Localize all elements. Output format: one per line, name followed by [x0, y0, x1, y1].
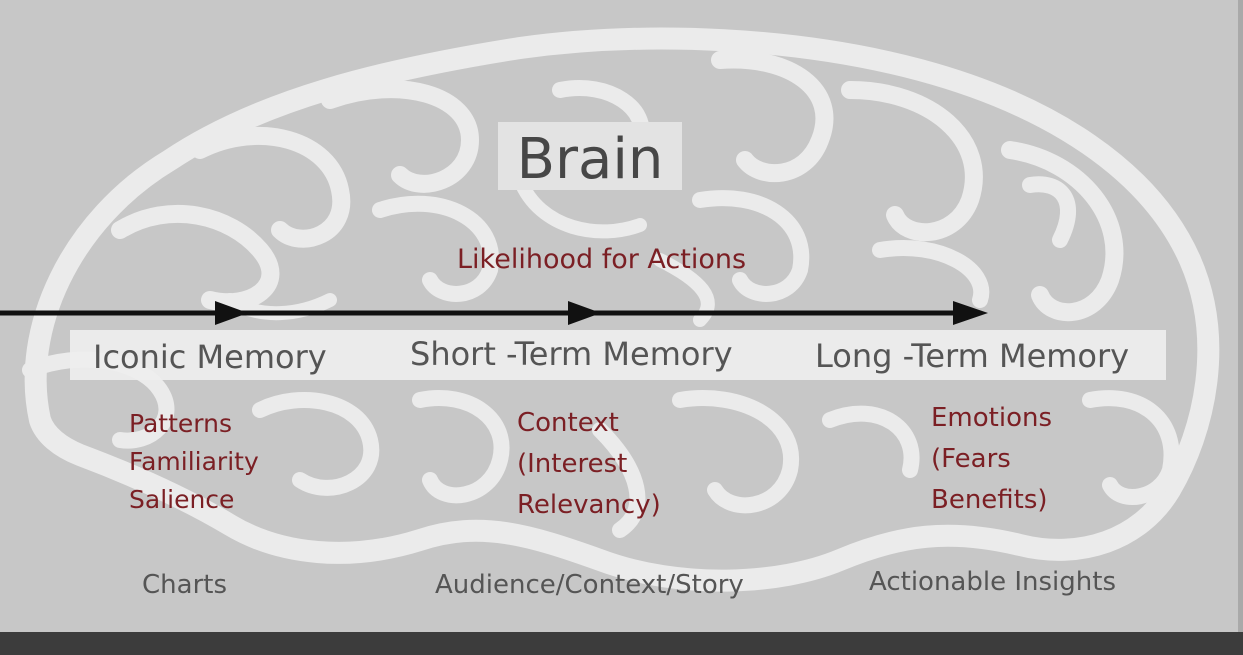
list-item: Emotions	[931, 403, 1053, 433]
list-item: Benefits)	[931, 485, 1048, 515]
stage-items-long-term: Emotions (Fears Benefits)	[931, 398, 1052, 521]
arrow-label: Likelihood for Actions	[457, 244, 747, 275]
stage-title-long-term: Long -Term Memory	[815, 337, 1130, 375]
output-iconic: Charts	[142, 570, 227, 600]
output-long-term: Actionable Insights	[869, 567, 1116, 597]
arrowhead-2	[568, 301, 601, 325]
output-short-term: Audience/Context/Story	[435, 570, 744, 600]
list-item: (Fears	[931, 444, 1011, 474]
list-item: Salience	[129, 485, 235, 514]
list-item: Familiarity	[129, 447, 259, 476]
stage-title-iconic: Iconic Memory	[93, 338, 327, 376]
memory-band	[70, 330, 1166, 380]
diagram-title: Brain	[516, 127, 664, 192]
list-item: Patterns	[129, 409, 232, 438]
stage-title-short-term: Short -Term Memory	[410, 335, 733, 373]
stage-items-iconic: Patterns Familiarity Salience	[129, 405, 259, 519]
arrowhead-3	[953, 301, 988, 325]
list-item: Context	[517, 408, 619, 438]
bottom-bar	[0, 632, 1243, 655]
title-background	[498, 122, 682, 190]
arrowhead-1	[215, 301, 248, 325]
stage-items-short-term: Context (Interest Relevancy)	[517, 403, 661, 526]
list-item: (Interest	[517, 449, 628, 479]
right-edge-border	[1238, 0, 1243, 632]
list-item: Relevancy)	[517, 490, 661, 520]
